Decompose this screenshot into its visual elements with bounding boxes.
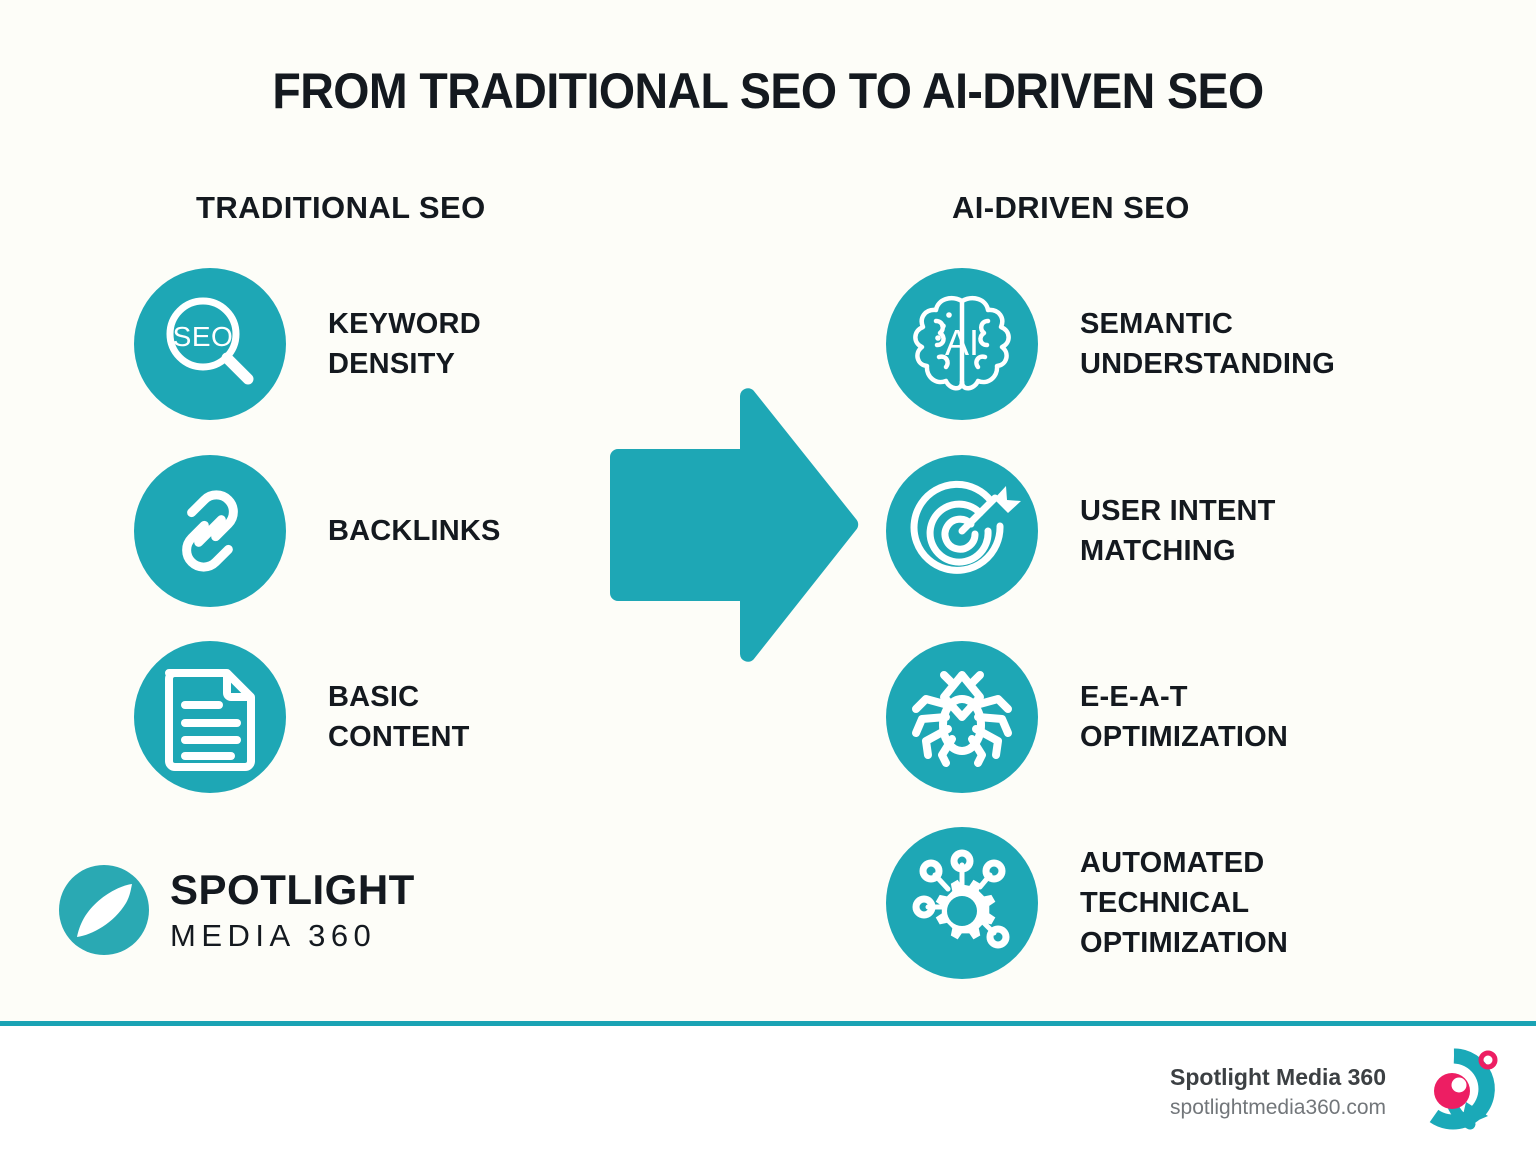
ai-brain-icon: AI — [886, 268, 1038, 420]
right-arrow-icon — [600, 382, 864, 668]
svg-text:SEO: SEO — [173, 321, 234, 352]
document-icon — [134, 641, 286, 793]
brand-tagline: MEDIA 360 — [170, 918, 377, 953]
svg-text:AI: AI — [945, 322, 979, 363]
spotlight-media-360-mark — [1408, 1046, 1500, 1138]
column-heading-ai-driven: AI-DRIVEN SEO — [952, 190, 1190, 225]
list-item-label: SEMANTIC UNDERSTANDING — [1080, 307, 1336, 380]
seo-magnifier-icon: SEO — [134, 268, 286, 420]
list-item-user-intent-matching: USER INTENT MATCHING — [886, 455, 1276, 607]
list-item-label: E-E-A-T OPTIMIZATION — [1080, 680, 1289, 753]
brand-logo: SPOTLIGHT MEDIA 360 — [56, 862, 415, 958]
footer-textblock: Spotlight Media 360 spotlightmedia360.co… — [1170, 1063, 1386, 1121]
list-item-label: KEYWORD DENSITY — [328, 307, 481, 380]
gear-network-icon — [886, 827, 1038, 979]
list-item-basic-content: BASIC CONTENT — [134, 641, 470, 793]
page-title: FROM TRADITIONAL SEO TO AI-DRIVEN SEO — [272, 63, 1264, 119]
list-item-label: BASIC CONTENT — [328, 680, 470, 753]
list-item-automated-technical-optimization: AUTOMATED TECHNICAL OPTIMIZATION — [886, 827, 1288, 979]
footer: Spotlight Media 360 spotlightmedia360.co… — [1170, 1046, 1500, 1138]
spotlight-lens-logo — [56, 862, 152, 958]
list-item-keyword-density: SEO KEYWORD DENSITY — [134, 268, 481, 420]
spider-crawler-icon — [886, 641, 1038, 793]
column-heading-traditional: TRADITIONAL SEO — [196, 190, 486, 225]
list-item-eeat-optimization: E-E-A-T OPTIMIZATION — [886, 641, 1288, 793]
brand-name: SPOTLIGHT — [170, 866, 415, 913]
list-item-label: USER INTENT MATCHING — [1080, 494, 1276, 567]
list-item-semantic-understanding: AI SEMANTIC UNDERSTANDING — [886, 268, 1335, 420]
brand-text: SPOTLIGHT MEDIA 360 — [170, 866, 415, 953]
list-item-backlinks: BACKLINKS — [134, 455, 501, 607]
target-arrow-icon — [886, 455, 1038, 607]
list-item-label: AUTOMATED TECHNICAL OPTIMIZATION — [1080, 846, 1289, 959]
footer-divider — [0, 1021, 1536, 1026]
list-item-label: BACKLINKS — [328, 514, 501, 547]
footer-website-url: spotlightmedia360.com — [1170, 1095, 1386, 1119]
chain-link-icon — [134, 455, 286, 607]
footer-brand-name: Spotlight Media 360 — [1170, 1064, 1386, 1090]
